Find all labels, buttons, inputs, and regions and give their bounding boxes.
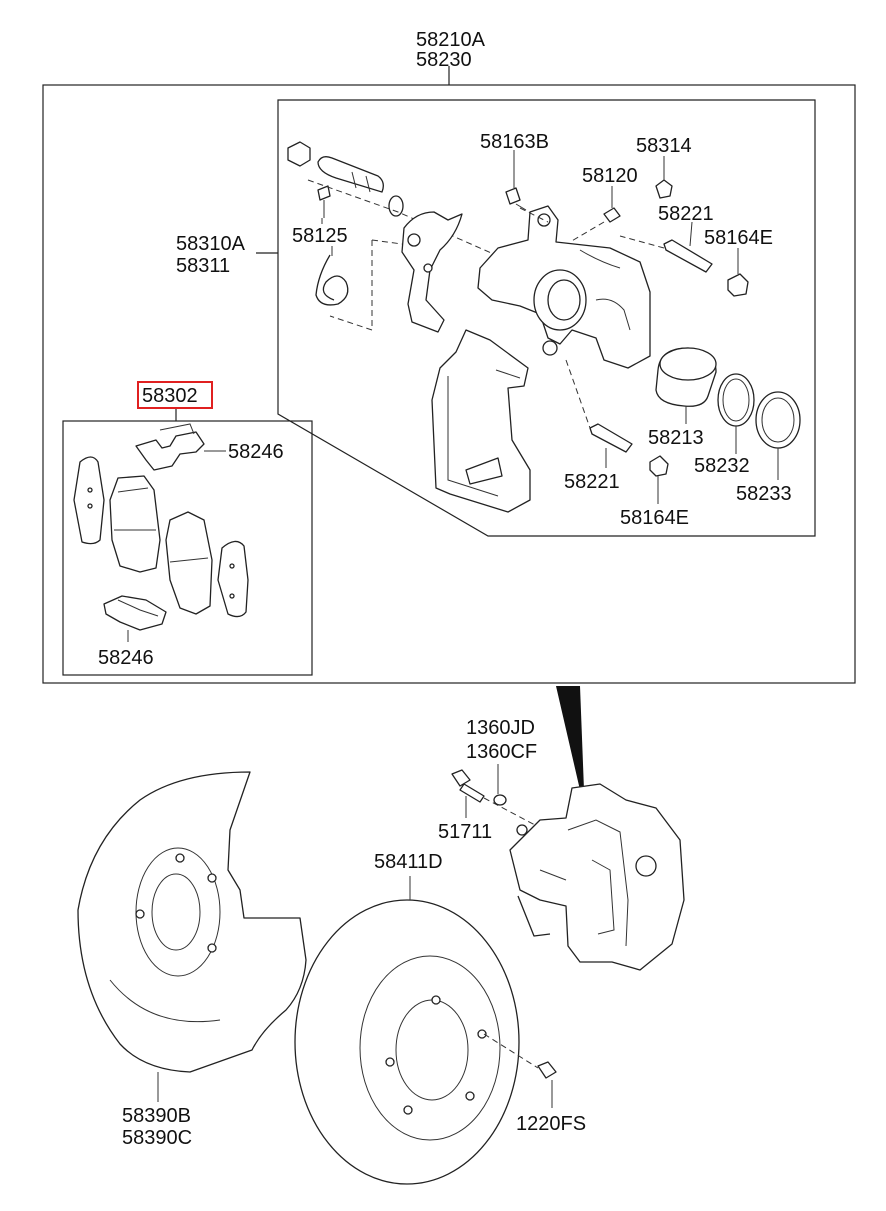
label-58233: 58233 — [736, 483, 792, 505]
guide-bolt-lower — [589, 423, 633, 453]
pad-clip-lower — [103, 595, 167, 631]
parking-lever-part — [401, 211, 463, 333]
dust-cap-lower — [649, 455, 669, 477]
label-58213: 58213 — [648, 427, 704, 449]
label-58164e-upper: 58164E — [704, 227, 773, 249]
brake-disc-part — [294, 899, 520, 1185]
shim-right — [217, 540, 249, 618]
label-58411d: 58411D — [374, 851, 443, 873]
label-58390c: 58390C — [122, 1127, 192, 1149]
pad-kit-frame — [62, 420, 313, 676]
label-58232: 58232 — [694, 455, 750, 477]
guide-boot-part — [388, 195, 404, 217]
guide-bolt-upper — [663, 239, 713, 273]
bleeder-screw-part — [505, 187, 521, 205]
bleeder-screw-58120 — [603, 207, 621, 223]
caliper-subassembly-frame — [277, 99, 816, 537]
assembled-caliper-part — [509, 783, 685, 971]
guide-nut-part — [287, 141, 311, 167]
label-1360jd: 1360JD — [466, 717, 535, 739]
caliper-bolt-part — [451, 769, 471, 787]
shim-left — [73, 456, 105, 545]
caliper-carrier-part — [431, 329, 531, 513]
label-58310a: 58310A — [176, 233, 246, 255]
label-58221-lower: 58221 — [564, 471, 620, 493]
brake-pad-left — [109, 475, 161, 573]
label-58302: 58302 — [142, 385, 198, 407]
guide-pin-part — [317, 156, 384, 193]
label-1360cf: 1360CF — [466, 741, 537, 763]
dust-shield-part — [77, 771, 307, 1073]
label-58246-lower: 58246 — [98, 647, 154, 669]
highlight-58302 — [137, 381, 213, 409]
label-58230: 58230 — [416, 49, 472, 71]
label-58390b: 58390B — [122, 1105, 191, 1127]
dust-cap-upper — [727, 273, 749, 297]
piston-boot-part — [755, 391, 801, 449]
washer-part — [493, 794, 507, 806]
label-51711: 51711 — [438, 821, 492, 843]
pad-clip-upper — [135, 431, 205, 471]
assembly-pointer — [556, 686, 584, 790]
label-58210a: 58210A — [416, 29, 486, 51]
label-1220fs: 1220FS — [516, 1113, 586, 1135]
disc-screw-part — [537, 1061, 557, 1079]
label-58311: 58311 — [176, 255, 230, 277]
label-58120: 58120 — [582, 165, 638, 187]
brake-pad-right — [165, 511, 213, 615]
label-58163b: 58163B — [480, 131, 549, 153]
label-58164e-lower: 58164E — [620, 507, 689, 529]
label-58314: 58314 — [636, 135, 692, 157]
label-58125: 58125 — [292, 225, 348, 247]
bleeder-cap-part — [655, 179, 673, 199]
spring-part — [315, 254, 349, 306]
label-58221-upper: 58221 — [658, 203, 714, 225]
label-58246-upper: 58246 — [228, 441, 284, 463]
